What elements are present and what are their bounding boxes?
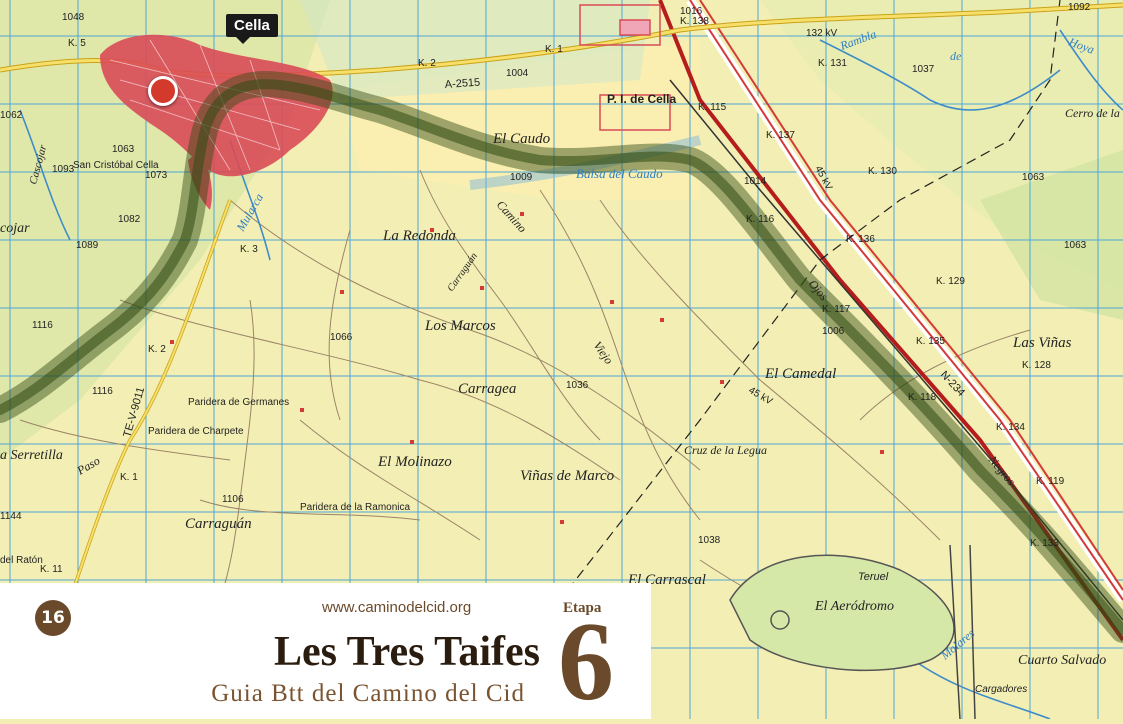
power-line-label: 132 kV <box>806 28 837 39</box>
elevation: 1073 <box>145 170 168 181</box>
elevation: 1063 <box>1022 172 1045 183</box>
site-pi-de-cella: P. I. de Cella <box>607 92 676 106</box>
km-marker: K. 137 <box>766 130 795 141</box>
km-marker: K. 5 <box>68 38 86 49</box>
km-marker: K. 131 <box>818 58 847 69</box>
elevation: 1093 <box>52 164 75 175</box>
km-marker: K. 1 <box>120 472 138 483</box>
place-las-vinas: Las Viñas <box>1012 335 1072 351</box>
elevation: 1066 <box>330 332 353 343</box>
page-subtitle: Guia Btt del Camino del Cid <box>211 680 525 707</box>
place-los-marcos: Los Marcos <box>424 318 496 334</box>
site-paridera-ramonica: Paridera de la Ramonica <box>300 502 410 513</box>
elevation: 1006 <box>822 326 845 337</box>
elevation: 1082 <box>118 214 141 225</box>
km-marker: K. 138 <box>680 16 709 27</box>
km-marker: K. 133 <box>1030 538 1059 549</box>
elevation: 1014 <box>744 176 767 187</box>
km-marker: K. 129 <box>936 276 965 287</box>
site-san-cristobal: San Cristóbal Cella <box>73 160 159 171</box>
etapa-label: Etapa <box>563 600 602 616</box>
km-marker: K. 117 <box>822 304 851 315</box>
km-marker: K. 135 <box>916 336 945 347</box>
km-marker: K. 128 <box>1022 360 1051 371</box>
place-el-molinazo: El Molinazo <box>377 454 452 470</box>
km-marker: K. 134 <box>996 422 1025 433</box>
elevation: 1009 <box>510 172 533 183</box>
km-marker: K. 3 <box>240 244 258 255</box>
elevation: 1106 <box>222 494 244 505</box>
elevation: 1089 <box>76 240 99 251</box>
place-carragea: Carragea <box>458 381 516 397</box>
place-la-redonda: La Redonda <box>382 228 456 244</box>
km-marker: K. 116 <box>746 214 775 225</box>
elevation: 1037 <box>912 64 935 75</box>
town-label-cella: Cella <box>226 14 278 44</box>
title-panel <box>0 583 651 719</box>
place-cuarto-salvado: Cuarto Salvado <box>1018 653 1106 668</box>
place-cruz-de-la-legua: Cruz de la Legua <box>684 443 767 457</box>
location-pin-marker[interactable] <box>148 76 178 106</box>
place-cerro-de-la: Cerro de la <box>1065 106 1120 120</box>
elevation: 1038 <box>698 535 721 546</box>
page-number-badge: 16 <box>35 600 71 636</box>
site-del-raton: del Ratón <box>0 555 43 566</box>
road-a-2515: A-2515 <box>444 77 480 91</box>
website-link[interactable]: www.caminodelcid.org <box>322 599 472 616</box>
place-vinas-de-marco: Viñas de Marco <box>520 468 615 484</box>
km-marker: K. 11 <box>40 564 63 575</box>
km-marker: K. 2 <box>418 58 436 69</box>
elevation: 1063 <box>112 144 135 155</box>
elevation: 1036 <box>566 380 589 391</box>
elevation: 1063 <box>1064 240 1087 251</box>
km-marker: K. 130 <box>868 166 897 177</box>
place-el-camedal: El Camedal <box>764 366 836 382</box>
elevation: 1062 <box>0 110 23 121</box>
etapa-number: 6 <box>558 600 614 724</box>
road-teruel: Teruel <box>858 571 889 583</box>
elevation: 1016 <box>680 6 703 17</box>
elevation: 1116 <box>32 320 53 331</box>
km-marker: K. 136 <box>846 234 875 245</box>
place-cojar: cojar <box>0 221 30 236</box>
site-paridera-germanes: Paridera de Germanes <box>188 397 289 408</box>
elevation: 1144 <box>0 511 22 522</box>
elevation: 1004 <box>506 68 529 79</box>
elevation: 1048 <box>62 12 85 23</box>
place-carraguan: Carraguán <box>185 516 252 532</box>
stream-de: de <box>950 49 962 63</box>
elevation: 1116 <box>92 386 113 397</box>
site-cargadores: Cargadores <box>975 684 1027 695</box>
km-marker: K. 2 <box>148 344 166 355</box>
place-el-aerodromo: El Aeródromo <box>814 599 894 614</box>
site-paridera-charpete: Paridera de Charpete <box>148 426 244 437</box>
place-balsa-del-caudo: Balsa del Caudo <box>576 166 663 181</box>
page-title: Les Tres Taifes <box>273 629 540 675</box>
km-marker: K. 1 <box>545 44 563 55</box>
elevation: 1092 <box>1068 2 1091 13</box>
place-serretilla: a Serretilla <box>0 448 63 463</box>
km-marker: K. 119 <box>1036 476 1065 487</box>
place-el-caudo: El Caudo <box>492 131 551 147</box>
km-marker: K. 115 <box>698 102 727 113</box>
km-marker: K. 118 <box>908 392 937 403</box>
